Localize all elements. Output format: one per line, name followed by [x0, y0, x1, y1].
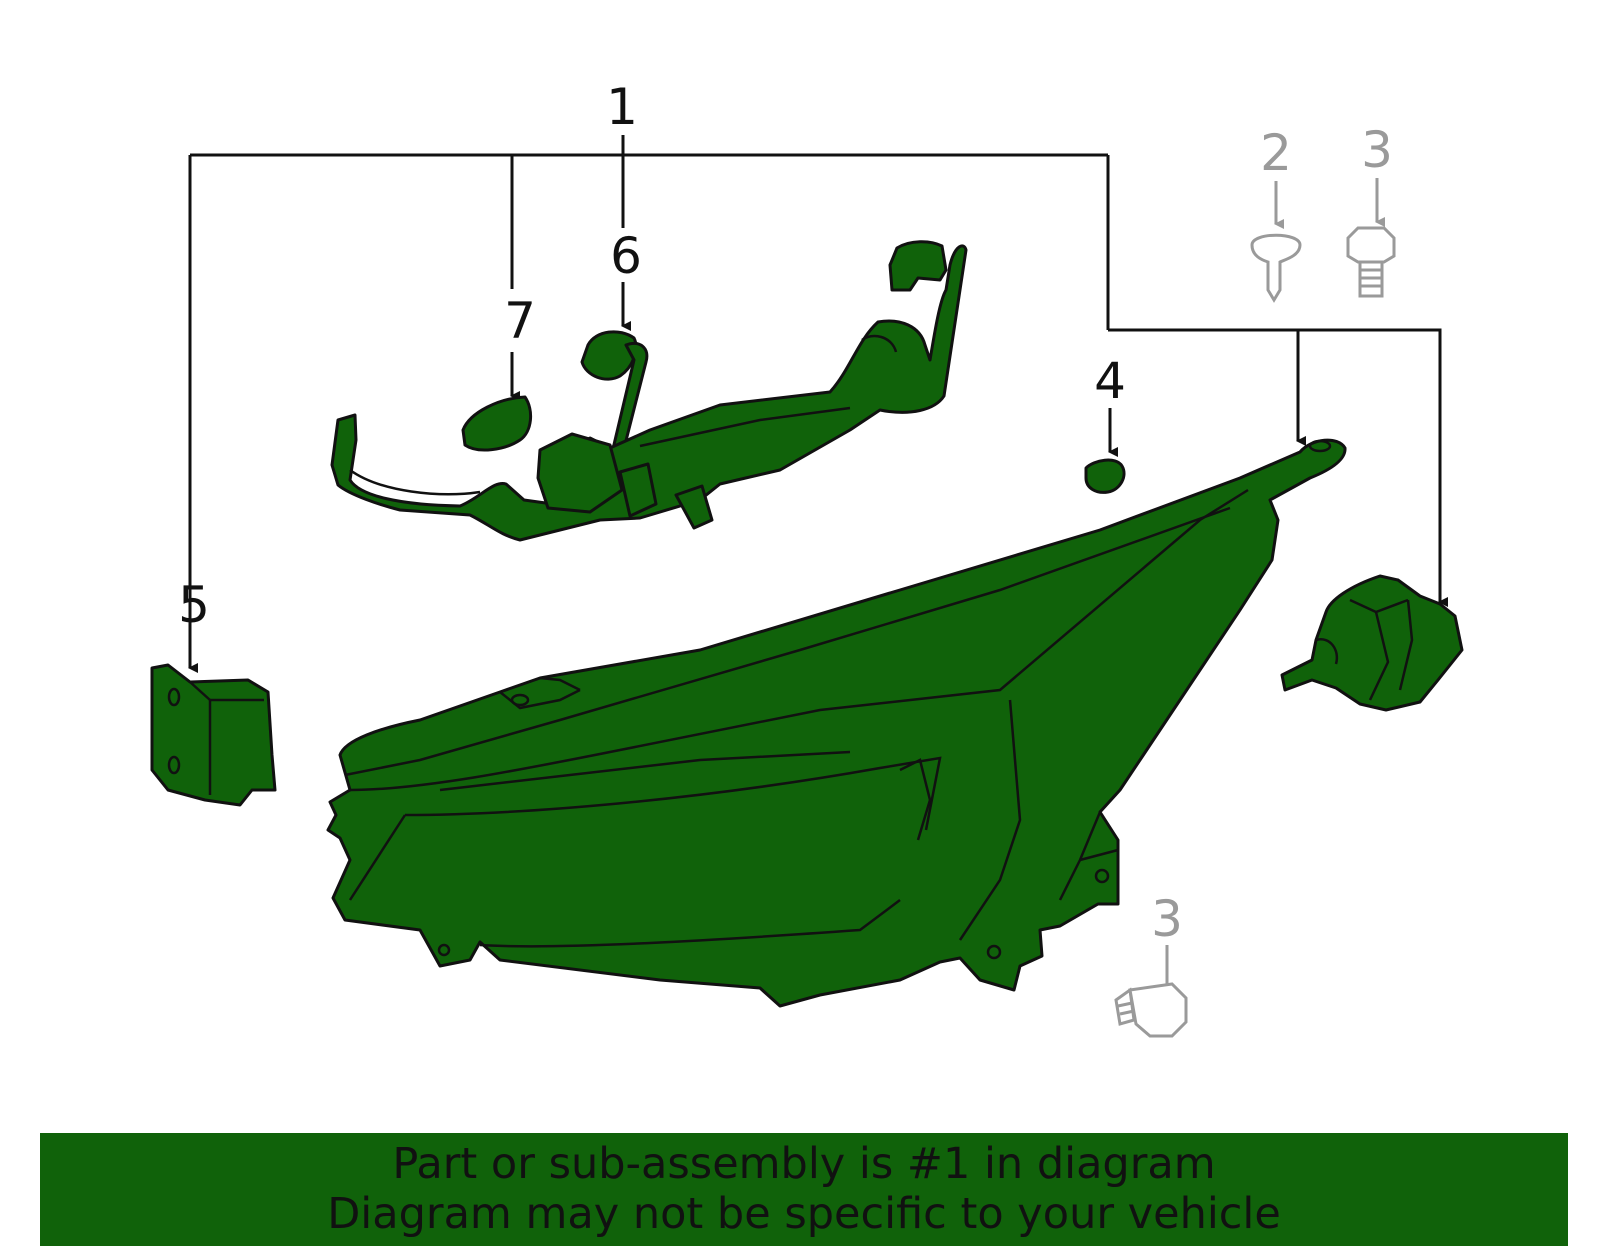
- part-2-clip: [1250, 233, 1302, 303]
- part-4-plug: [1084, 458, 1126, 494]
- callout-3-bottom: 3: [1151, 890, 1183, 948]
- headlamp-assembly: [326, 438, 1347, 1008]
- callout-2: 2: [1260, 124, 1292, 182]
- callout-7: 7: [504, 292, 536, 350]
- info-banner: Part or sub-assembly is #1 in diagram Di…: [40, 1133, 1568, 1246]
- banner-line-1: Part or sub-assembly is #1 in diagram: [392, 1139, 1216, 1189]
- grey-leader-lines: [1165, 178, 1385, 995]
- part-5-bracket: [150, 663, 277, 807]
- part-3-bolt-top: [1346, 226, 1396, 298]
- bulb-socket: [1280, 574, 1464, 712]
- banner-line-2: Diagram may not be specific to your vehi…: [327, 1189, 1281, 1239]
- callout-6: 6: [610, 227, 642, 285]
- wiring-harness: [330, 240, 968, 542]
- callout-3-top: 3: [1361, 121, 1393, 179]
- callout-1: 1: [606, 78, 638, 136]
- leader-lines: [188, 135, 1448, 673]
- callout-5: 5: [178, 576, 210, 634]
- part-7-cap: [461, 395, 533, 452]
- part-3-bolt-bottom: [1114, 982, 1188, 1038]
- part-6-socket: [580, 330, 649, 474]
- callout-4: 4: [1094, 352, 1126, 410]
